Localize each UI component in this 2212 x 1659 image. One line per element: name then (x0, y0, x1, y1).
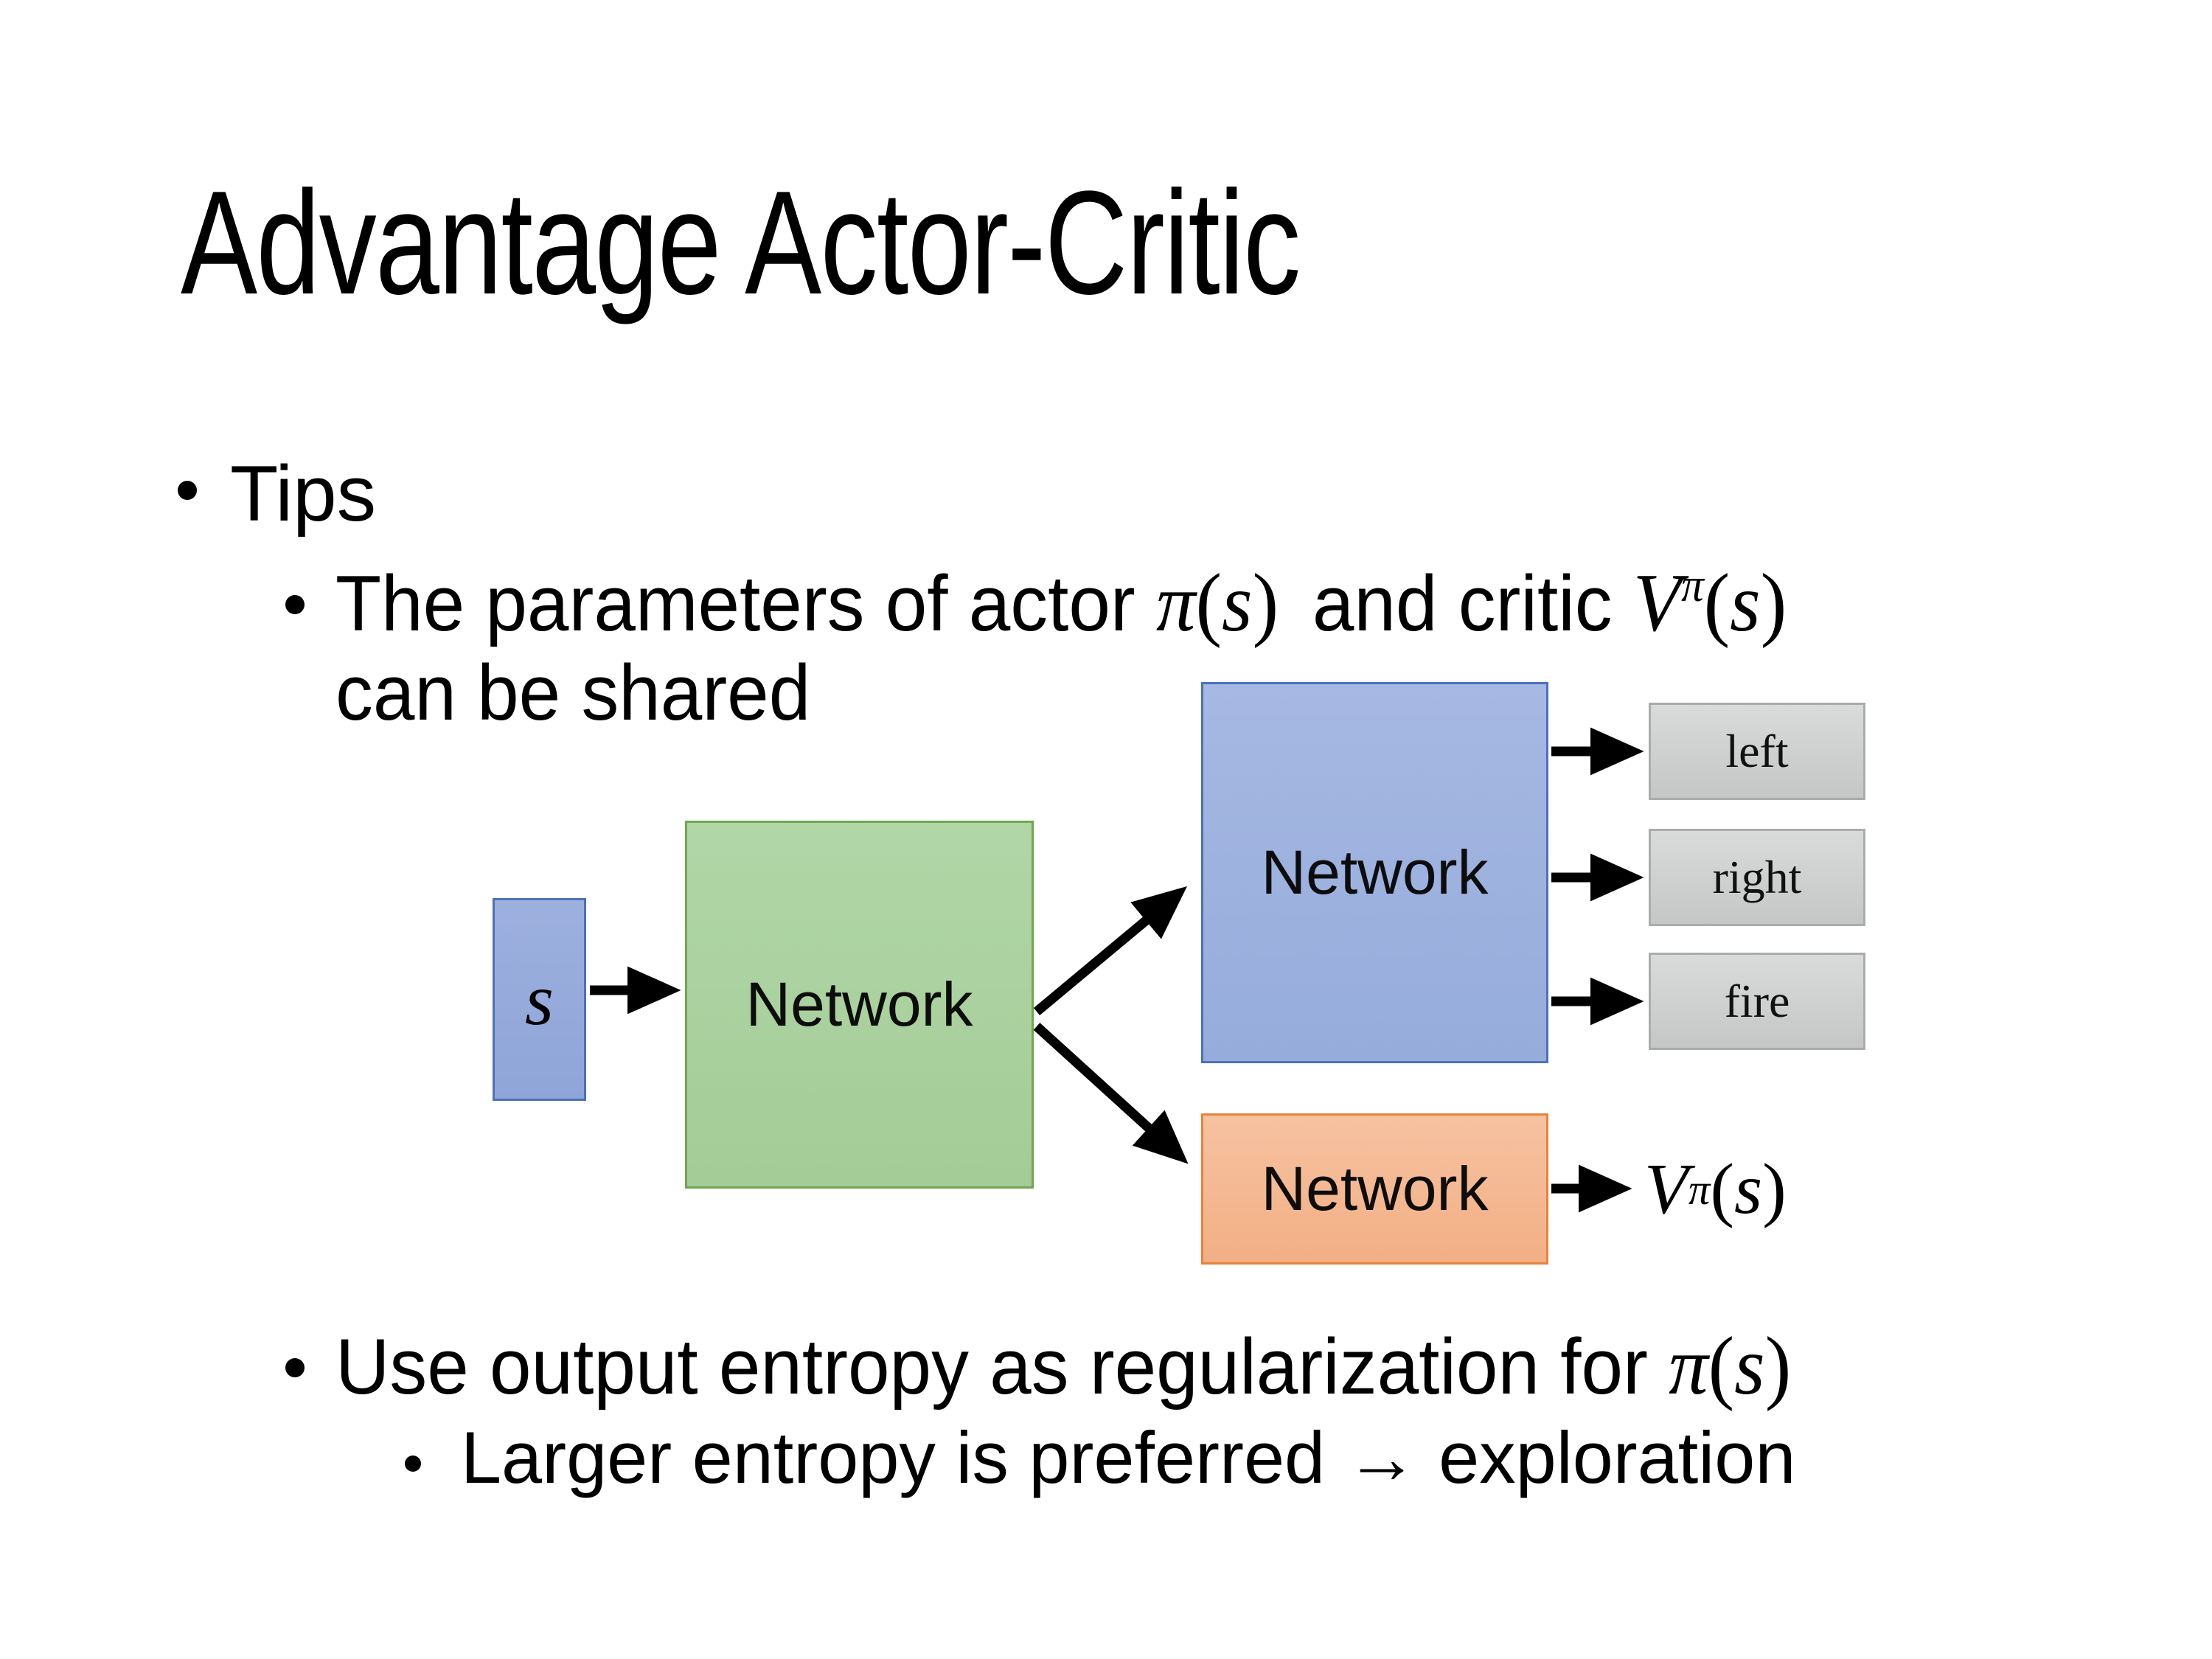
action-label-right: right (1712, 851, 1802, 903)
bullet-dot (178, 481, 197, 500)
arrow-shared-to-critic (1033, 1023, 1189, 1164)
bullet-dot (285, 595, 305, 614)
state-label: s (525, 959, 554, 1040)
param-text-line2: can be shared (335, 648, 811, 737)
param-text-mid: and critic (1312, 559, 1613, 647)
entropy-text-pre: Use output entropy as regularization for (335, 1322, 1669, 1411)
actor-network-label: Network (1261, 838, 1489, 907)
pi-symbol: π (1155, 557, 1196, 649)
value-symbol: V (1632, 557, 1682, 649)
shared-network-box: Network (685, 821, 1034, 1189)
arrow-shared-to-actor (1033, 886, 1187, 1015)
bullet-larger-entropy: Larger entropy is preferred → exploratio… (461, 1412, 1795, 1503)
state-input-box: s (493, 898, 586, 1101)
bullet-param-line1: The parameters of actor π(s)and critic V… (335, 557, 1787, 649)
shared-network-label: Network (745, 970, 973, 1039)
critic-network-box: Network (1201, 1113, 1548, 1265)
bullet-dot (285, 1358, 305, 1377)
action-box-fire: fire (1649, 953, 1865, 1050)
bullet-entropy: Use output entropy as regularization for… (335, 1321, 1792, 1412)
value-sup-pi: π (1681, 559, 1704, 612)
action-label-left: left (1725, 725, 1789, 777)
bullet-dot (405, 1455, 421, 1472)
bullet-param-line2: can be shared (335, 644, 835, 742)
page-title: Advantage Actor-Critic (181, 161, 1301, 325)
critic-network-label: Network (1261, 1154, 1489, 1223)
pi-symbol: π (1669, 1321, 1708, 1412)
action-box-right: right (1649, 829, 1865, 926)
action-label-fire: fire (1724, 975, 1790, 1027)
action-box-left: left (1649, 703, 1865, 800)
larger-entropy-label: Larger entropy is preferred → exploratio… (461, 1416, 1796, 1498)
bullet-tips: Tips (230, 445, 376, 543)
param-text-pre: The parameters of actor (335, 559, 1156, 647)
bullet-tips-label: Tips (230, 449, 377, 538)
actor-network-box: Network (1201, 682, 1548, 1063)
